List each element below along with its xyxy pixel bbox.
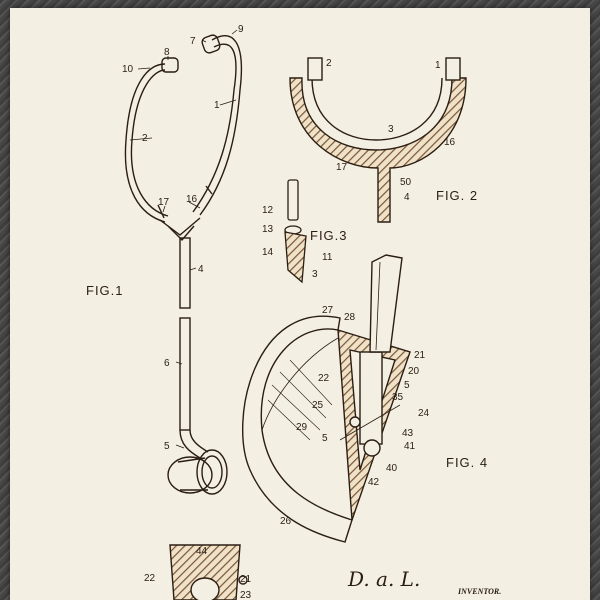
fig1-stethoscope [124,34,243,495]
label-10: 10 [122,64,134,75]
fig5-labels: 44 22 21 23 [144,546,252,600]
fig1-title: FIG.1 [86,283,124,298]
fig3-title: FIG.3 [310,228,348,243]
fig4-title: FIG. 4 [446,455,488,470]
fig1-leader-lines [129,29,238,449]
right-binaural-tube [199,35,243,216]
label-4: 4 [198,264,204,275]
fig5-label-23: 23 [240,590,252,600]
fig4-label-43: 43 [402,428,414,439]
left-tip [307,57,323,81]
fig3-label-11: 11 [322,252,333,263]
label-16: 16 [186,194,198,205]
fig4-label-25: 25 [312,400,324,411]
fig4-label-40: 40 [386,463,398,474]
inventor-signature-block: D. a. L. INVENTOR. [347,567,501,596]
chestpiece-bell [196,449,228,495]
fig4-stem-cavity [359,351,383,445]
right-tip [445,57,461,81]
patent-sheet: 10 8 7 9 1 2 17 16 4 6 5 FIG.1 2 1 3 16 … [10,8,590,600]
label-7: 7 [190,36,196,47]
fig3-connector [284,179,307,284]
fig4-label-5b: 5 [322,433,328,444]
fig4-label-35: 35 [392,392,404,403]
fig4-label-26: 26 [280,516,292,527]
fig4-label-28: 28 [344,312,356,323]
fig4-labels: 27 28 21 22 20 5 35 24 25 29 5 43 41 40 … [280,305,488,527]
fig2-title: FIG. 2 [436,188,478,203]
inventor-signature: D. a. L. [347,567,420,591]
fig4-label-24: 24 [418,408,430,419]
fig4-label-5a: 5 [404,380,410,391]
fig2-label-50: 50 [400,177,412,188]
upper-stem [179,237,191,309]
fig2-yoke [289,57,467,223]
label-1: 1 [214,100,220,111]
fig2-label-17: 17 [336,162,348,173]
fig3-label-13: 13 [262,224,274,235]
fig3-label-3: 3 [312,269,318,280]
fig2-label-2: 2 [326,58,332,69]
fig2-labels: 2 1 3 16 17 50 4 FIG. 2 [326,58,478,203]
fig2-label-4: 4 [404,192,410,203]
fig3-label-12: 12 [262,205,274,216]
chestpiece-diaphragm [167,456,213,494]
fig5-label-44: 44 [196,546,208,557]
fig2-label-1: 1 [435,60,441,71]
fig4-label-20: 20 [408,366,420,377]
label-9: 9 [238,24,244,35]
fig4-label-27: 27 [322,305,334,316]
patent-drawing: 10 8 7 9 1 2 17 16 4 6 5 FIG.1 2 1 3 16 … [86,24,501,600]
fig3-labels: 12 13 14 11 3 FIG.3 [262,205,348,280]
fig4-label-21: 21 [414,350,426,361]
label-2: 2 [142,133,148,144]
inventor-caption: INVENTOR. [457,587,501,596]
fig4-label-41: 41 [404,441,416,452]
fig2-label-16: 16 [444,137,456,148]
fig4-tube [369,254,403,353]
label-17: 17 [158,197,170,208]
fig4-label-29: 29 [296,422,308,433]
lower-stem [179,317,191,431]
fig4-chestpiece-section [242,254,411,543]
fig5-label-22: 22 [144,573,156,584]
left-binaural-tube [124,63,166,223]
right-earpiece [201,34,221,54]
left-earpiece [161,57,179,73]
fig4-label-22: 22 [318,373,330,384]
fig3-label-14: 14 [262,247,274,258]
fig1-labels: 10 8 7 9 1 2 17 16 4 6 5 FIG.1 [86,24,244,452]
fig4-label-42: 42 [368,477,380,488]
fig2-label-3: 3 [388,124,394,135]
fig5-label-21: 21 [240,574,252,585]
label-5: 5 [164,441,170,452]
fig5-partial [169,544,248,600]
label-8: 8 [164,47,170,58]
label-6: 6 [164,358,170,369]
